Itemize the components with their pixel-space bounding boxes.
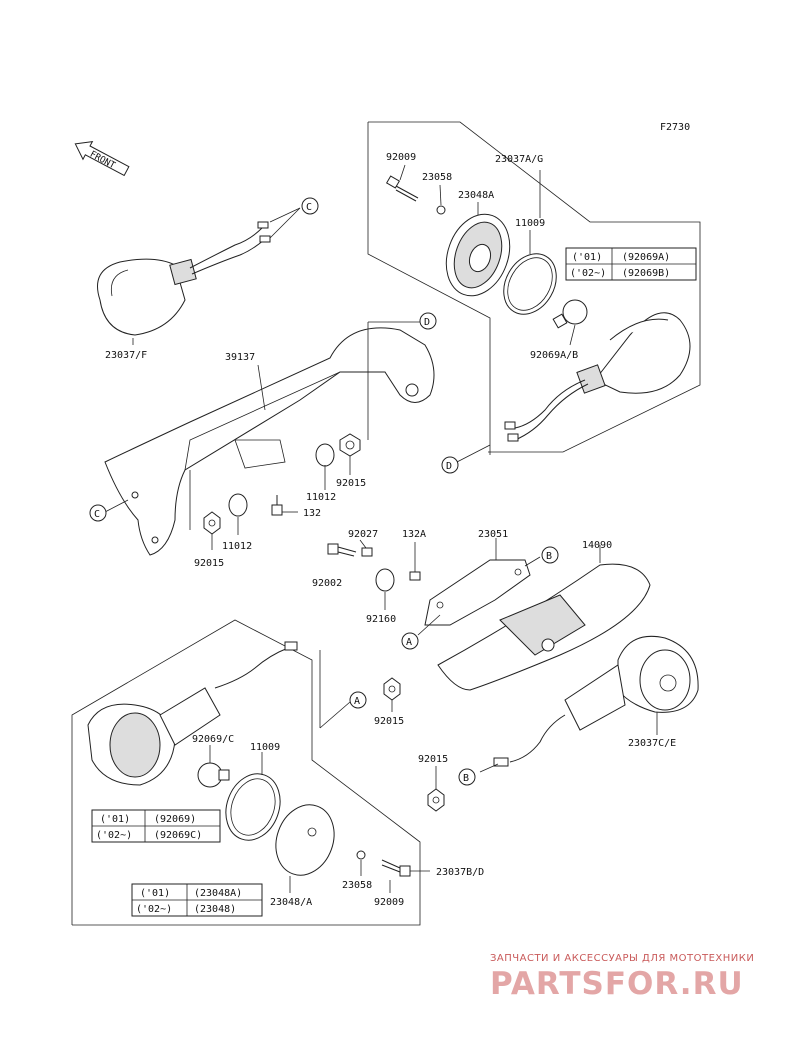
- callout-b-top: B: [541, 546, 559, 564]
- assembly-outline-top-left: [367, 122, 491, 455]
- watermark-tagline: ЗАПЧАСТИ И АКСЕССУАРЫ ДЛЯ МОТОТЕХНИКИ: [490, 953, 755, 964]
- bulb-table-top: ('01) (92069A) ('02~) (92069B): [565, 247, 697, 281]
- watermark-logo: PARTSFOR.RU: [490, 966, 744, 1002]
- label-92015-low: 92015: [418, 754, 448, 765]
- label-132: 132: [303, 508, 321, 519]
- lens-23048a-bottom: [275, 804, 335, 876]
- washer-23058-top: [436, 205, 446, 215]
- svg-text:B: B: [463, 773, 469, 784]
- leader-lines: [104, 164, 658, 893]
- label-11009-bottom: 11009: [250, 742, 280, 753]
- callout-c-top: C: [301, 197, 319, 215]
- rear-fender-14090: [437, 563, 651, 691]
- label-92069c: 92069/C: [192, 734, 234, 745]
- svg-text:D: D: [446, 461, 452, 472]
- callout-a-mid: A: [401, 632, 419, 650]
- turn-signal-rear-left: [493, 635, 699, 767]
- label-92015-left: 92015: [194, 558, 224, 569]
- callout-d-right: D: [441, 456, 459, 474]
- washer-23058-bottom: [356, 850, 366, 860]
- svg-text:B: B: [546, 551, 552, 562]
- svg-text:(92069A): (92069A): [622, 252, 670, 263]
- label-92160: 92160: [366, 614, 396, 625]
- front-arrow-icon: FRONT: [74, 140, 130, 177]
- svg-text:A: A: [406, 637, 412, 648]
- bracket-39137: [104, 327, 435, 556]
- svg-text:(92069C): (92069C): [154, 830, 202, 841]
- svg-text:(23048A): (23048A): [194, 888, 242, 899]
- label-23058-top: 23058: [422, 172, 452, 183]
- label-132a: 132A: [402, 529, 426, 540]
- assembly-outline-bottom: [71, 619, 421, 926]
- collar-11012-left: [228, 493, 248, 517]
- bolt-132: [271, 495, 283, 516]
- label-92015-right: 92015: [336, 478, 366, 489]
- callout-a-left: A: [349, 691, 367, 709]
- svg-text:('02~): ('02~): [570, 268, 606, 279]
- screw-92009-bottom: [381, 859, 411, 877]
- callout-c-left: C: [89, 504, 107, 522]
- svg-text:C: C: [306, 202, 312, 213]
- label-92009-top: 92009: [386, 152, 416, 163]
- label-23037ag: 23037A/G: [495, 154, 543, 165]
- svg-text:('01): ('01): [140, 888, 170, 899]
- label-23037bd: 23037B/D: [436, 867, 484, 878]
- bulb-92069ab: [552, 299, 588, 329]
- label-92009-bottom: 92009: [374, 897, 404, 908]
- nut-92015-left: [203, 511, 221, 535]
- svg-text:A: A: [354, 696, 360, 707]
- label-23048a-slash: 23048/A: [270, 897, 312, 908]
- label-23037ce: 23037C/E: [628, 738, 676, 749]
- screw-92009-top: [385, 175, 419, 202]
- bolt-92002: [327, 543, 357, 557]
- svg-text:('02~): ('02~): [136, 904, 172, 915]
- label-23051: 23051: [478, 529, 508, 540]
- nut-92015-low: [427, 788, 445, 812]
- bulb-92069c: [197, 762, 230, 788]
- label-92069ab: 92069A/B: [530, 350, 578, 361]
- nut-92015-mid: [383, 677, 401, 701]
- label-11009-top: 11009: [515, 218, 545, 229]
- svg-text:('01): ('01): [572, 252, 602, 263]
- turn-signal-rear-right: [504, 312, 691, 442]
- label-11012-right: 11012: [306, 492, 336, 503]
- svg-text:D: D: [424, 317, 430, 328]
- label-23058-bottom: 23058: [342, 880, 372, 891]
- svg-text:(23048): (23048): [194, 904, 236, 915]
- lens-23048a: [445, 213, 511, 297]
- figure-code: F2730: [660, 122, 690, 133]
- svg-text:C: C: [94, 509, 100, 520]
- svg-text:(92069B): (92069B): [622, 268, 670, 279]
- callout-d-top: D: [419, 312, 437, 330]
- o-ring-11009-bottom: [225, 773, 281, 841]
- label-11012-left: 11012: [222, 541, 252, 552]
- label-23048a: 23048A: [458, 190, 494, 201]
- label-14090: 14090: [582, 540, 612, 551]
- svg-text:(92069): (92069): [154, 814, 196, 825]
- svg-text:('02~): ('02~): [96, 830, 132, 841]
- turn-signal-front-left: [97, 221, 271, 336]
- svg-text:('01): ('01): [100, 814, 130, 825]
- label-92027: 92027: [348, 529, 378, 540]
- collar-92160: [375, 568, 395, 592]
- bulb-table-bottom: ('01) (92069) ('02~) (92069C): [91, 809, 221, 843]
- nut-92015-right: [339, 433, 361, 457]
- label-92002: 92002: [312, 578, 342, 589]
- turn-signal-front-right: [87, 641, 298, 786]
- o-ring-11009-top: [503, 253, 557, 315]
- nut-92027: [361, 547, 373, 557]
- lens-table-bottom: ('01) (23048A) ('02~) (23048): [131, 883, 263, 917]
- callout-b-low: B: [458, 768, 476, 786]
- assembly-outline-top: [368, 121, 701, 453]
- label-39137: 39137: [225, 352, 255, 363]
- label-23037f: 23037/F: [105, 350, 147, 361]
- label-92015-mid: 92015: [374, 716, 404, 727]
- collar-11012-right: [315, 443, 335, 467]
- bolt-132a: [409, 571, 421, 581]
